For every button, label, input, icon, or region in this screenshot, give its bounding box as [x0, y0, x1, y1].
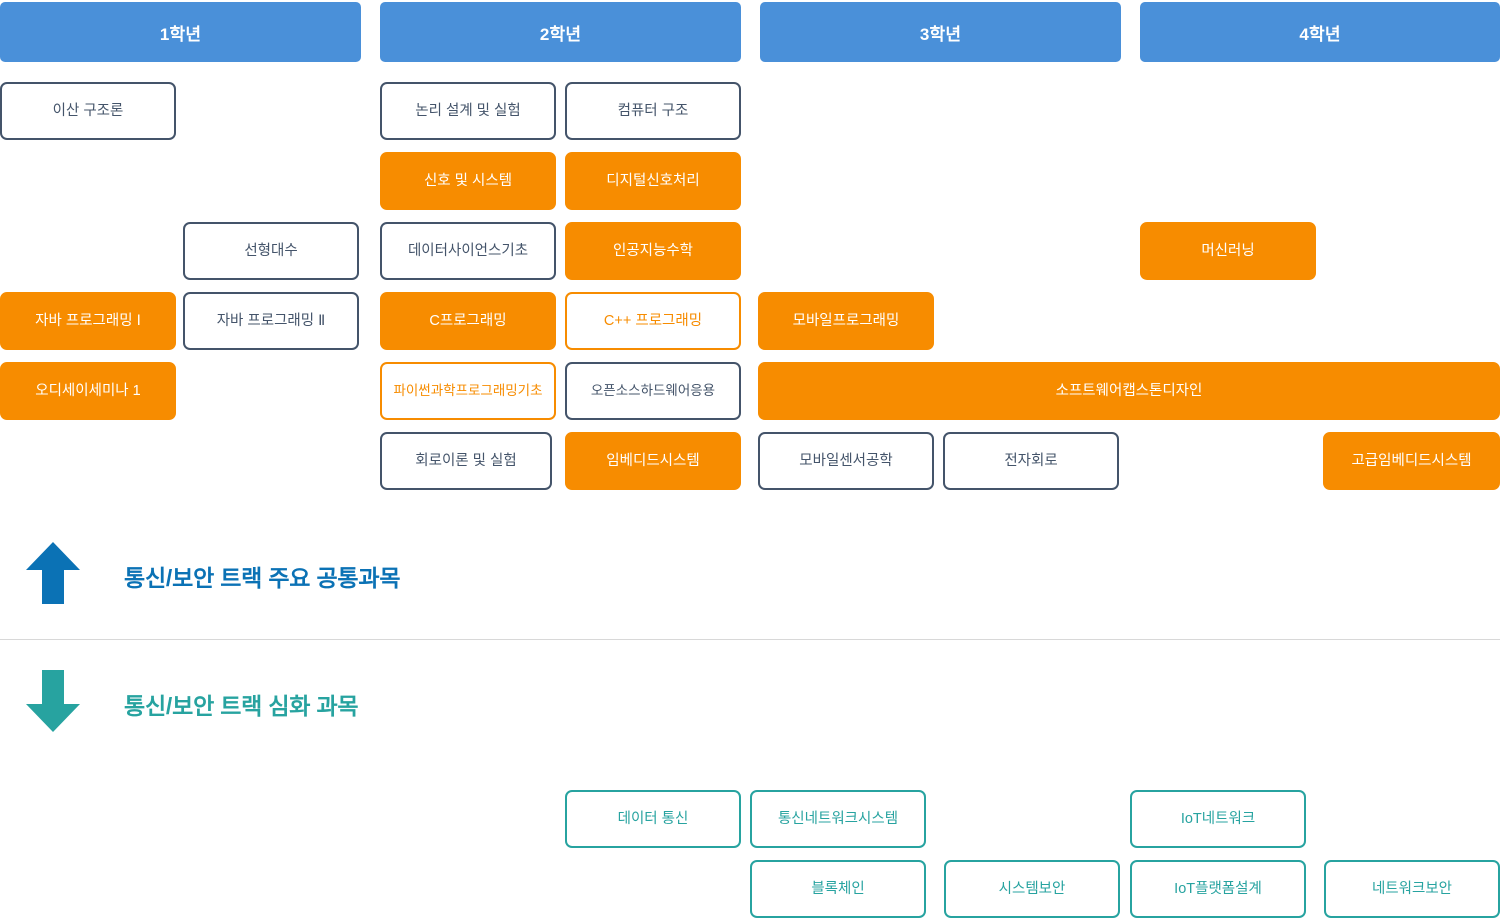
course-box[interactable]: 소프트웨어캡스톤디자인 — [758, 362, 1500, 420]
legend-row-down: 통신/보안 트랙 심화 과목 — [24, 668, 359, 739]
course-box[interactable]: 컴퓨터 구조 — [565, 82, 741, 140]
course-box[interactable]: 블록체인 — [750, 860, 926, 918]
course-box[interactable]: C++ 프로그래밍 — [565, 292, 741, 350]
course-box[interactable]: C프로그래밍 — [380, 292, 556, 350]
legend-label: 통신/보안 트랙 심화 과목 — [124, 692, 359, 719]
legend-label: 통신/보안 트랙 주요 공통과목 — [124, 564, 401, 591]
arrow-up-icon — [24, 540, 82, 611]
course-box[interactable]: 회로이론 및 실험 — [380, 432, 552, 490]
course-box[interactable]: 고급임베디드시스템 — [1323, 432, 1500, 490]
course-box[interactable]: 임베디드시스템 — [565, 432, 741, 490]
course-box[interactable]: IoT네트워크 — [1130, 790, 1306, 848]
course-box[interactable]: 시스템보안 — [944, 860, 1120, 918]
course-box[interactable]: 이산 구조론 — [0, 82, 176, 140]
course-box[interactable]: 인공지능수학 — [565, 222, 741, 280]
course-box[interactable]: 모바일센서공학 — [758, 432, 934, 490]
course-box[interactable]: IoT플랫폼설계 — [1130, 860, 1306, 918]
course-box[interactable]: 머신러닝 — [1140, 222, 1316, 280]
course-box[interactable]: 전자회로 — [943, 432, 1119, 490]
course-box[interactable]: 오디세이세미나 1 — [0, 362, 176, 420]
course-box[interactable]: 오픈소스하드웨어응용 — [565, 362, 741, 420]
course-box[interactable]: 모바일프로그래밍 — [758, 292, 934, 350]
course-box[interactable]: 자바 프로그래밍 Ⅱ — [183, 292, 359, 350]
course-box[interactable]: 디지털신호처리 — [565, 152, 741, 210]
course-box[interactable]: 파이썬과학프로그래밍기초 — [380, 362, 556, 420]
course-box[interactable]: 네트워크보안 — [1324, 860, 1500, 918]
section-divider — [0, 639, 1500, 640]
course-box[interactable]: 통신네트워크시스템 — [750, 790, 926, 848]
course-box[interactable]: 논리 설계 및 실험 — [380, 82, 556, 140]
course-box[interactable]: 신호 및 시스템 — [380, 152, 556, 210]
year-header-2: 2학년 — [380, 2, 741, 62]
course-box[interactable]: 자바 프로그래밍 Ⅰ — [0, 292, 176, 350]
legend-row-up: 통신/보안 트랙 주요 공통과목 — [24, 540, 400, 611]
course-box[interactable]: 선형대수 — [183, 222, 359, 280]
year-header-1: 1학년 — [0, 2, 361, 62]
course-box[interactable]: 데이터 통신 — [565, 790, 741, 848]
course-box[interactable]: 데이터사이언스기초 — [380, 222, 556, 280]
arrow-down-icon — [24, 668, 82, 739]
year-header-4: 4학년 — [1140, 2, 1500, 62]
year-header-3: 3학년 — [760, 2, 1121, 62]
